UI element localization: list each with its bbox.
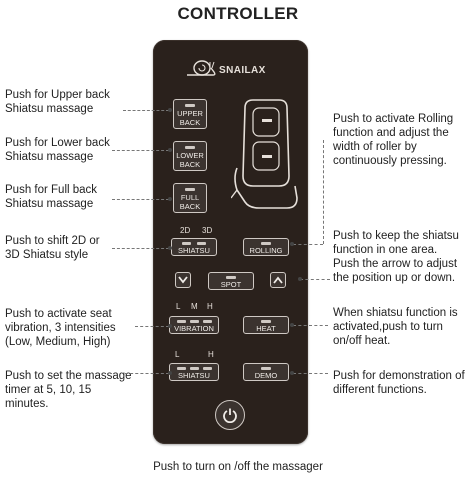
leader-line [112,199,169,200]
spot-label: SPOT [220,279,242,289]
leader-line [112,150,169,151]
leader-line [125,373,169,374]
timer-low-label: L [175,350,180,359]
annotation-upper-back: Push for Upper back Shiatsu massage [5,89,110,115]
annotation-demo: Push for demonstration of different func… [333,370,465,396]
leader-dot [168,246,172,250]
spot-button[interactable]: SPOT [208,272,254,290]
indicator-led [261,242,271,245]
shiatsu-style-button[interactable]: SHIATSU [171,238,217,256]
arrow-down-button[interactable] [175,272,191,288]
chevron-up-icon [273,276,283,284]
massage-seat-diagram [231,99,298,209]
upper-back-button[interactable]: UPPER BACK [173,99,207,129]
leader-dot [290,242,294,246]
annotation-timer: Push to set the massage timer at 5, 10, … [5,370,132,410]
indicator-led [261,367,271,370]
rolling-label: ROLLING [249,245,283,255]
timer-shiatsu-label: SHIATSU [178,370,210,380]
brand-name: SNAILAX [219,65,266,76]
annotation-full-back: Push for Full back Shiatsu massage [5,184,98,210]
demo-button[interactable]: DEMO [243,363,289,381]
annotation-spot: Push to keep the shiatsu function in one… [333,230,459,284]
indicator-led-2d [182,242,191,245]
rolling-button[interactable]: ROLLING [243,238,289,256]
shiatsu-style-label: SHIATSU [178,245,210,255]
annotation-heat: When shiatsu function is activated,push … [333,307,458,347]
indicator-led-high [203,367,212,370]
leader-line [293,325,328,326]
lower-back-button[interactable]: LOWER BACK [173,141,207,171]
vibration-button[interactable]: VIBRATION [169,316,219,334]
power-button[interactable] [215,400,245,430]
full-back-button[interactable]: FULL BACK [173,183,207,213]
heat-label: HEAT [256,323,276,333]
leader-dot [168,371,172,375]
leader-dot [168,324,172,328]
indicator-led-low [177,367,186,370]
leader-line [123,110,169,111]
indicator-led [185,188,195,191]
vibration-medium-label: M [191,302,198,311]
annotation-power: Push to turn on /off the massager [153,461,323,473]
leader-line [323,140,324,244]
mode-3d-label: 3D [202,226,213,235]
power-icon [223,408,237,423]
upper-back-label: UPPER BACK [177,109,203,127]
leader-dot [290,371,294,375]
leader-dot [298,277,302,281]
page-title: CONTROLLER [177,4,299,23]
leader-line [112,248,169,249]
timer-shiatsu-button[interactable]: SHIATSU [169,363,219,381]
leader-line [293,244,323,245]
leader-line [300,279,330,280]
annotation-shiatsu-style: Push to shift 2D or 3D Shiatsu style [5,235,100,261]
indicator-led-low [177,320,186,323]
snail-logo-icon [187,60,216,76]
vibration-high-label: H [207,302,213,311]
vibration-label: VIBRATION [174,323,214,333]
brand-logo: SNAILAX [185,56,285,80]
arrow-up-button[interactable] [270,272,286,288]
indicator-led-high [203,320,212,323]
annotation-rolling: Push to activate Rolling function and ad… [333,113,454,167]
leader-dot [168,148,172,152]
indicator-led [226,276,236,279]
timer-high-label: H [208,350,214,359]
annotation-lower-back: Push for Lower back Shiatsu massage [5,137,110,163]
full-back-label: FULL BACK [179,193,201,211]
indicator-led-medium [190,367,199,370]
mode-2d-label: 2D [180,226,191,235]
indicator-led [185,146,195,149]
vibration-low-label: L [176,302,181,311]
indicator-led [185,104,195,107]
demo-label: DEMO [254,370,278,380]
leader-dot [290,323,294,327]
annotation-vibration: Push to activate seat vibration, 3 inten… [5,308,116,348]
heat-button[interactable]: HEAT [243,316,289,334]
leader-dot [168,108,172,112]
chevron-down-icon [178,276,188,284]
leader-dot [168,197,172,201]
indicator-led-3d [197,242,206,245]
indicator-led-medium [190,320,199,323]
lower-back-label: LOWER BACK [176,151,204,169]
remote-controller: SNAILAX UPPER BACK LOWER BACK FULL BACK … [153,40,308,444]
leader-line [293,373,328,374]
leader-line [135,326,169,327]
indicator-led [261,320,271,323]
